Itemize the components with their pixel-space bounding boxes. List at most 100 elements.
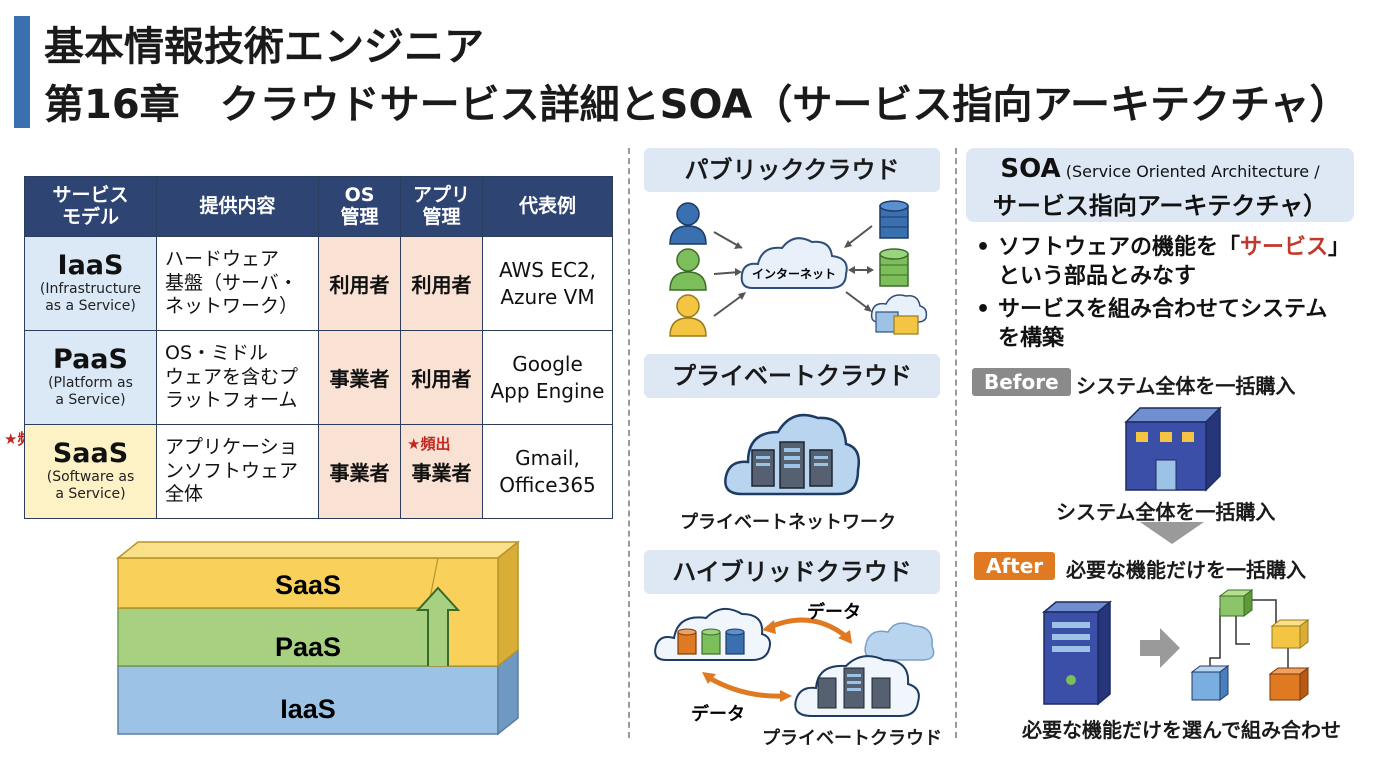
soa-full-name: (Service Oriented Architecture / <box>1065 162 1320 181</box>
example-cell: AWS EC2,Azure VM <box>482 236 613 331</box>
model-sub-line: (Platform as <box>48 374 133 391</box>
private-network-caption: プライベートネットワーク <box>680 512 896 533</box>
paas-layer-label: PaaS <box>275 632 341 662</box>
example-line: Office365 <box>499 472 596 497</box>
hybrid-cloud-diagram: データ データ <box>654 601 935 725</box>
header-content-text: 提供内容 <box>199 194 276 217</box>
public-cloud-db-icon <box>654 607 771 661</box>
example-line: Azure VM <box>500 284 595 309</box>
example-line: App Engine <box>490 378 605 403</box>
soa-bullet-1: •ソフトウェアの機能を「サービス」 という部品とみなす <box>976 234 1350 291</box>
content-line: ンソフトウェア <box>165 459 299 482</box>
internet-cloud-icon <box>740 237 848 289</box>
example-line: Google <box>512 351 583 376</box>
private-cloud-server-icon <box>794 655 920 717</box>
model-sub-line: (Infrastructure <box>39 280 142 297</box>
os-manager: 事業者 <box>329 461 390 485</box>
bullet1-highlight: サービス <box>1240 235 1329 260</box>
database-icon-green <box>879 248 909 287</box>
bullet-dot: • <box>976 297 991 322</box>
user-icon-yellow <box>669 294 707 337</box>
private-cloud-diagram <box>724 413 860 496</box>
private-cloud-label: プライベートクラウド <box>644 354 940 398</box>
public-cloud-label: パブリッククラウド <box>644 148 940 192</box>
before-text: システム全体を一括購入 <box>1076 374 1296 398</box>
after-tag: After <box>974 552 1056 580</box>
user-icon-green <box>669 248 707 291</box>
header-example-text: 代表例 <box>518 194 576 217</box>
content-line: アプリケーショ <box>165 435 298 458</box>
content-cell: ハードウェア基盤（サーバ・ネットワーク） <box>156 236 319 331</box>
os-manager: 利用者 <box>329 273 390 297</box>
before-tag: Before <box>972 368 1071 396</box>
soa-abbr: SOA <box>1000 154 1061 184</box>
cloud-apps-icon <box>870 294 928 335</box>
header-example: 代表例 <box>482 176 613 237</box>
content-line: ウェアを含むプ <box>165 365 299 388</box>
user-icon-blue <box>669 202 707 245</box>
hybrid-data-bottom: データ <box>691 703 745 725</box>
service-blocks-icon <box>1190 589 1310 701</box>
content-line: OS・ミドル <box>165 341 269 364</box>
bullet-dot: • <box>976 235 991 260</box>
server-tower-icon <box>1041 600 1113 706</box>
header-model-l2: モデル <box>61 205 119 228</box>
after-text: 必要な機能だけを一括購入 <box>1066 558 1306 582</box>
block-orange <box>1268 667 1310 701</box>
right-arrow-icon <box>1140 628 1180 668</box>
app-manager-cell: 利用者 <box>400 236 483 331</box>
divider-right <box>955 148 957 738</box>
internet-label: インターネット <box>752 267 836 281</box>
header-app-l1: アプリ <box>412 183 470 206</box>
header-content: 提供内容 <box>156 176 319 237</box>
app-manager: 事業者 <box>411 461 472 485</box>
header-os-l1: OS <box>344 183 375 206</box>
model-sub-line: a Service) <box>55 392 126 409</box>
os-manager-cell: 利用者 <box>318 236 401 331</box>
header-app-l2: 管理 <box>422 205 461 228</box>
block-blue <box>1190 665 1230 701</box>
public-cloud-diagram: インターネット <box>669 200 928 337</box>
page-subtitle: 第16章 クラウドサービス詳細とSOA（サービス指向アーキテクチャ） <box>44 82 1350 128</box>
model-name: PaaS <box>53 344 128 376</box>
bullet1-text-a: ソフトウェアの機能を「 <box>998 235 1241 260</box>
divider-left <box>628 148 630 738</box>
app-manager-cell: 利用者 <box>400 330 483 425</box>
block-green <box>1218 589 1254 617</box>
model-name: SaaS <box>52 438 129 470</box>
server-icon <box>751 441 833 489</box>
header-model-l1: サービス <box>52 183 129 206</box>
bullet2-text-a: サービスを組み合わせてシステム <box>998 297 1328 322</box>
model-sub-line: as a Service) <box>45 298 136 315</box>
example-line: Gmail, <box>515 445 580 470</box>
os-manager: 事業者 <box>329 367 390 391</box>
down-arrow-icon <box>1140 522 1204 544</box>
iaas-layer-label: IaaS <box>280 694 336 724</box>
after-caption: 必要な機能だけを選んで組み合わせ <box>1022 718 1341 742</box>
content-cell: アプリケーションソフトウェア全体 <box>156 424 319 519</box>
frequent-badge-cell: ★頻出 <box>407 435 451 453</box>
service-stack-diagram: SaaS PaaS IaaS <box>115 540 521 736</box>
stack-up-arrow <box>415 586 461 666</box>
content-line: 全体 <box>165 483 204 506</box>
building-icon <box>1124 406 1222 492</box>
database-icon-blue <box>879 200 909 239</box>
model-name: IaaS <box>57 250 124 282</box>
page-title: 基本情報技術エンジニア <box>44 24 484 70</box>
hybrid-data-top: データ <box>807 601 861 623</box>
soa-title-box: SOA (Service Oriented Architecture / サービ… <box>966 148 1354 222</box>
soa-jp-name: サービス指向アーキテクチャ） <box>992 192 1328 220</box>
before-caption: システム全体を一括購入 <box>1056 500 1276 524</box>
soa-title-line1: SOA (Service Oriented Architecture / <box>966 154 1354 184</box>
title-accent-bar <box>14 16 30 128</box>
